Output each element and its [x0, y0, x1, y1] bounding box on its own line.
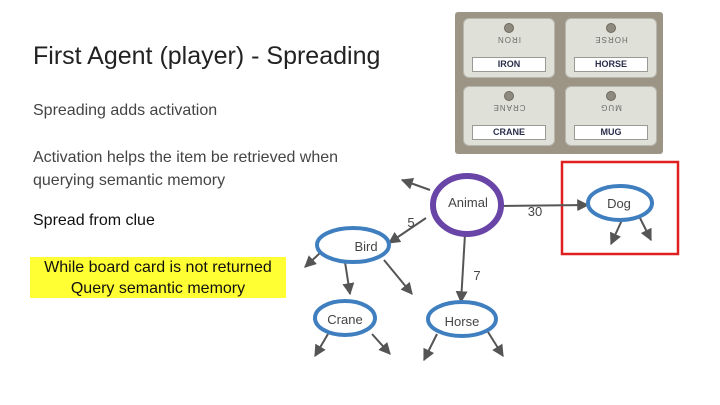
arrow-horse-out-2: [487, 331, 504, 358]
card-hole: [606, 91, 616, 101]
highlight-box: [30, 257, 286, 298]
weight-animal-dog: 30: [528, 204, 542, 219]
highlight-text: While board card is not returned Query s…: [30, 257, 286, 299]
arrow-animal-out: [400, 177, 431, 191]
node-crane: [313, 299, 377, 337]
spreading-description: Spreading adds activation: [33, 102, 218, 119]
node-dog-label: Dog: [607, 196, 631, 211]
edge-animal-dog: [497, 199, 590, 212]
node-crane-label: Crane: [327, 312, 362, 327]
card-hole: [606, 23, 616, 33]
activation-line-2: querying semantic memory: [33, 172, 226, 189]
card-hole: [504, 23, 514, 33]
dog-focus-box: [560, 160, 680, 256]
arrow-horse-out-1: [423, 333, 438, 362]
node-dog: [586, 184, 654, 222]
node-animal-label: Animal: [448, 195, 488, 210]
arrow-dog-out-2: [639, 217, 652, 242]
node-horse: [426, 300, 498, 338]
node-bird: [315, 226, 391, 264]
edge-animal-bird: [388, 217, 427, 244]
board-card: CRANE CRANE: [463, 86, 555, 146]
arrow-crane-out-1: [314, 333, 329, 358]
arrow-dog-out-1: [610, 219, 623, 246]
board-card: HORSE HORSE: [565, 18, 657, 78]
highlight-line-2: Query semantic memory: [70, 280, 246, 297]
activation-line-1: Activation helps the item be retrieved w…: [33, 149, 339, 166]
node-horse-label: Horse: [445, 314, 480, 329]
weight-animal-bird: 5: [407, 215, 414, 230]
slide-title: First Agent (player) - Spreading: [33, 42, 381, 70]
edge-animal-horse: [455, 233, 468, 304]
edge-bird-crane: [342, 261, 355, 296]
node-bird-label: Bird: [354, 239, 377, 254]
card-word: MUG: [574, 125, 648, 140]
card-word: CRANE: [472, 125, 546, 140]
node-animal: [430, 173, 504, 237]
card-hole: [504, 91, 514, 101]
arrow-bird-out: [304, 252, 321, 268]
card-word: IRON: [472, 57, 546, 72]
spread-clue-label: Spread from clue: [33, 212, 155, 229]
arrow-crane-out-2: [371, 333, 391, 355]
board-card: MUG MUG: [565, 86, 657, 146]
activation-description: Activation helps the item be retrieved w…: [33, 146, 338, 192]
board-card: IRON IRON: [463, 18, 555, 78]
arrow-bird-out-2: [383, 259, 413, 295]
highlight-line-1: While board card is not returned: [44, 259, 272, 276]
weight-animal-horse: 7: [473, 268, 480, 283]
card-word: HORSE: [574, 57, 648, 72]
